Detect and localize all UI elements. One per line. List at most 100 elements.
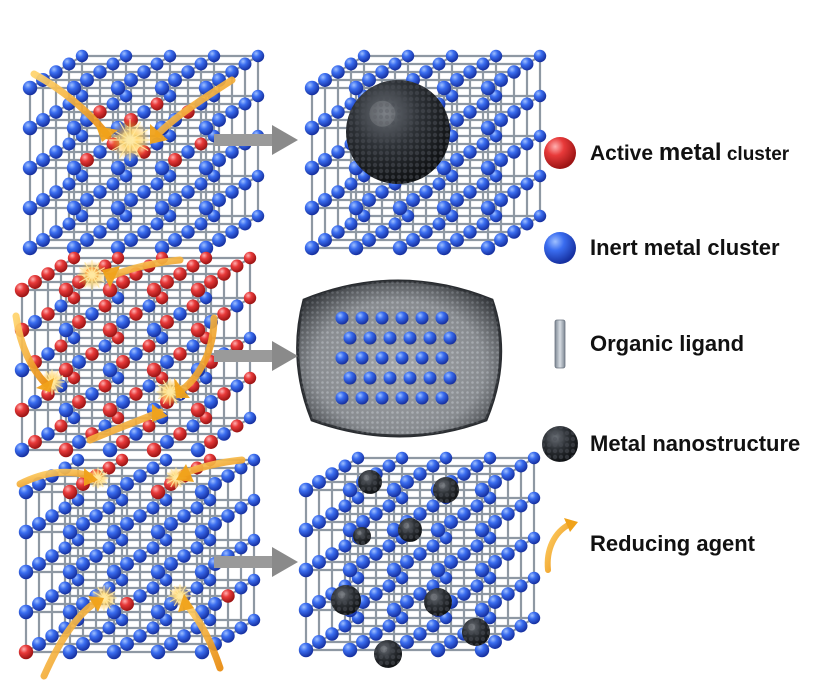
active-cluster-atom [93, 105, 107, 119]
inert-cluster-atom [331, 65, 345, 79]
inert-cluster-atom [18, 484, 34, 500]
inert-cluster-atom [304, 200, 320, 216]
inert-cluster-atom [375, 185, 389, 199]
inert-cluster-atom [474, 522, 490, 538]
active-cluster-atom [120, 597, 134, 611]
inert-cluster-atom [208, 477, 222, 491]
inert-cluster-atom [76, 557, 90, 571]
inert-cluster-atom [62, 604, 78, 620]
inert-cluster-atom [362, 73, 376, 87]
inert-cluster-atom [488, 555, 502, 569]
inert-cluster-atom [75, 49, 89, 63]
inert-cluster-atom [146, 621, 160, 635]
inert-cluster-atom [54, 299, 68, 313]
inert-cluster-atom [369, 627, 383, 641]
inert-cluster-atom [106, 524, 122, 540]
inert-cluster-atom [470, 539, 484, 553]
inert-cluster-atom [212, 193, 226, 207]
scattered-nanostructure [433, 477, 459, 503]
inert-cluster-atom [395, 351, 409, 365]
active-cluster-atom [102, 322, 118, 338]
inert-cluster-atom [234, 541, 248, 555]
inert-cluster-atom [160, 355, 174, 369]
inert-cluster-atom [400, 555, 414, 569]
inert-cluster-atom [76, 517, 90, 531]
inert-cluster-atom [22, 160, 38, 176]
inert-cluster-atom [375, 225, 389, 239]
inert-cluster-atom [356, 515, 370, 529]
active-cluster-atom [54, 419, 68, 433]
inert-cluster-atom [247, 613, 261, 627]
inert-cluster-atom [41, 427, 55, 441]
inert-cluster-atom [386, 602, 402, 618]
inert-cluster-atom [116, 315, 130, 329]
inert-cluster-atom [49, 225, 63, 239]
legend-organic-ligand: Organic ligand [540, 319, 744, 369]
inert-cluster-atom [150, 564, 166, 580]
inert-cluster-atom [419, 185, 433, 199]
inert-cluster-atom [533, 169, 547, 183]
active-cluster-atom [173, 267, 187, 281]
inert-cluster-atom [488, 635, 502, 649]
inert-cluster-atom [173, 307, 187, 321]
inert-cluster-atom [49, 65, 63, 79]
reducing-agent-arrow [40, 596, 104, 680]
inert-cluster-atom [22, 80, 38, 96]
active-cluster-atom [230, 419, 244, 433]
inert-cluster-atom [480, 120, 496, 136]
inert-cluster-atom [98, 339, 112, 353]
active-cluster-atom [129, 307, 143, 321]
inert-cluster-atom [342, 562, 358, 578]
inert-cluster-atom [238, 57, 252, 71]
inert-cluster-atom [430, 562, 446, 578]
inert-cluster-atom [335, 351, 349, 365]
inert-cluster-atom [439, 451, 453, 465]
inert-cluster-atom [85, 307, 99, 321]
inert-cluster-atom [382, 499, 396, 513]
inert-cluster-atom [369, 507, 383, 521]
inert-cluster-atom [520, 137, 534, 151]
inert-cluster-atom [450, 193, 464, 207]
inert-cluster-atom [494, 153, 508, 167]
inert-cluster-atom [443, 331, 457, 345]
inert-cluster-atom [28, 315, 42, 329]
inert-cluster-atom [527, 451, 541, 465]
inert-cluster-atom [177, 549, 191, 563]
inert-cluster-atom [507, 225, 521, 239]
inert-cluster-atom [406, 233, 420, 247]
inert-cluster-atom [342, 642, 358, 658]
inert-cluster-atom [32, 517, 46, 531]
inert-cluster-atom [251, 89, 265, 103]
inert-cluster-atom [159, 453, 173, 467]
active-cluster-atom [14, 282, 30, 298]
inert-cluster-atom [494, 233, 508, 247]
reducing-agent-arrow [12, 312, 54, 392]
inert-cluster-atom [335, 311, 349, 325]
scattered-nanostructure [353, 527, 371, 545]
active-cluster-atom [142, 419, 156, 433]
inert-cluster-atom [22, 120, 38, 136]
active-cluster-atom [160, 315, 174, 329]
inert-cluster-atom [225, 65, 239, 79]
process-arrow [214, 547, 298, 577]
inert-cluster-atom [190, 501, 204, 515]
inert-cluster-atom [432, 57, 446, 71]
inert-cluster-atom [238, 217, 252, 231]
reducing-agent-arrow [16, 468, 98, 488]
process-arrow [214, 341, 298, 371]
inert-cluster-atom [146, 541, 160, 555]
inert-cluster-atom [45, 589, 59, 603]
process-arrows [214, 125, 298, 577]
inert-cluster-atom [80, 193, 94, 207]
inert-cluster-atom [445, 49, 459, 63]
inert-cluster-atom [106, 97, 120, 111]
inert-cluster-atom [62, 564, 78, 580]
inert-cluster-atom [93, 145, 107, 159]
inert-cluster-atom [444, 555, 458, 569]
inert-cluster-atom [146, 581, 160, 595]
inert-cluster-atom [450, 73, 464, 87]
inert-cluster-atom [342, 482, 358, 498]
inert-cluster-atom [494, 193, 508, 207]
inert-cluster-atom [62, 644, 78, 660]
active-cluster-atom [58, 362, 74, 378]
